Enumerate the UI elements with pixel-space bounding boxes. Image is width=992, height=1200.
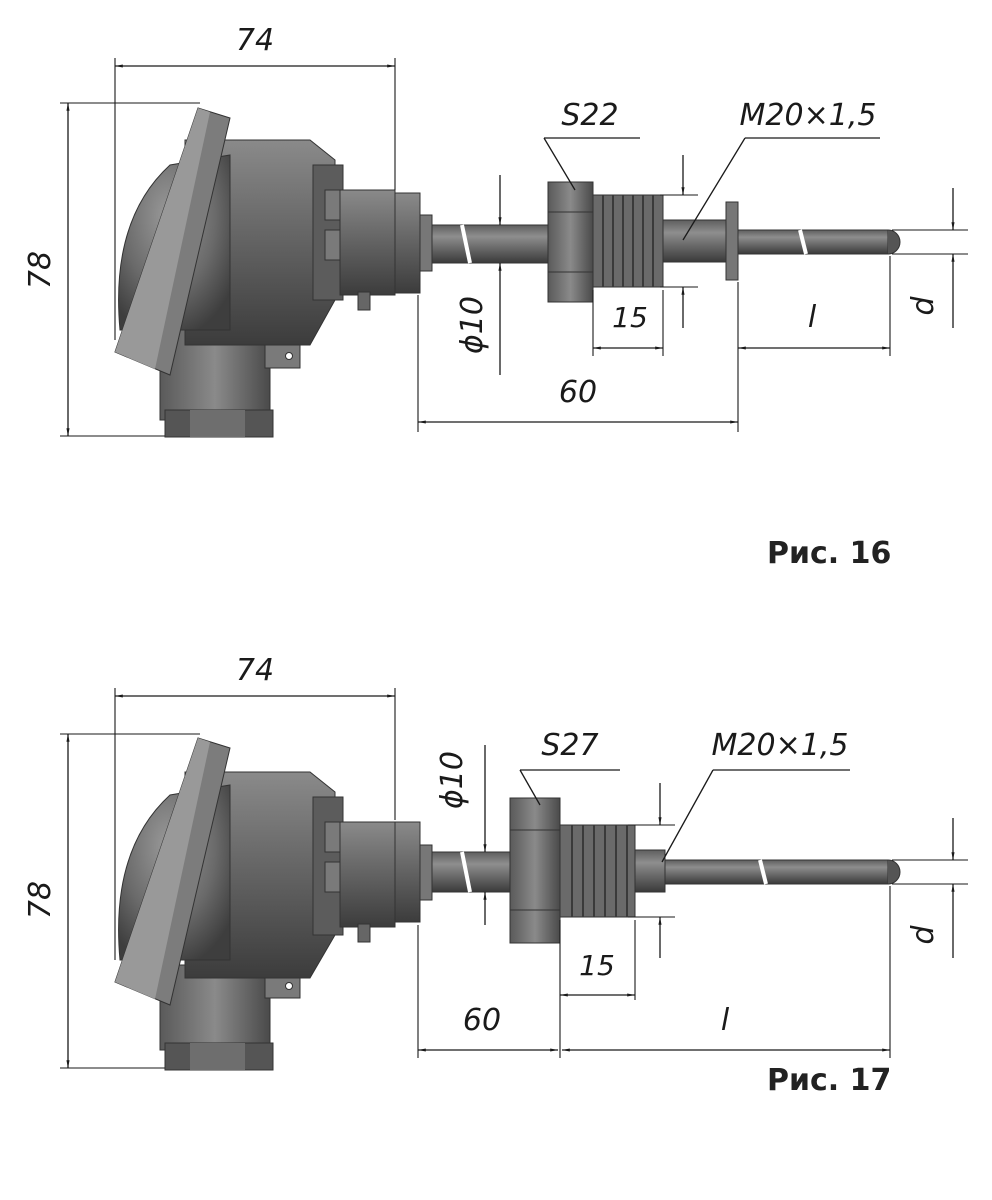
hex-nut [509, 797, 561, 944]
thread [559, 824, 636, 918]
dim-width: 74 [236, 653, 274, 688]
mount-ear [264, 344, 301, 369]
dim-height: 78 [23, 251, 58, 289]
figure-16: 74 78 S22 M20×1,5 ϕ10 15 60 [23, 23, 968, 438]
figure-caption-17: Рис. 17 [767, 1063, 892, 1098]
dim-stem-dia: ϕ10 [435, 751, 470, 809]
probe-tip [737, 229, 889, 255]
dim-dia: d [906, 925, 941, 945]
dim-hex: S27 [541, 728, 598, 763]
figure-17: 74 78 S27 M20×1,5 ϕ10 15 60 l [23, 653, 968, 1071]
stem [431, 224, 551, 264]
connector-nut [394, 192, 421, 294]
dim-length: l [808, 300, 817, 335]
dim-thread: M20×1,5 [712, 728, 849, 763]
dim-offset: 60 [559, 375, 597, 410]
dim-thread-len: 15 [579, 949, 615, 982]
stem [431, 851, 513, 893]
dim-thread-len: 15 [612, 301, 648, 334]
dim-height: 78 [23, 881, 58, 919]
dim-thread: M20×1,5 [740, 98, 877, 133]
figure-caption-16: Рис. 16 [767, 536, 892, 571]
dim-width: 74 [236, 23, 274, 58]
dim-offset: 60 [463, 1003, 501, 1038]
probe-tip [664, 859, 889, 885]
dim-dia: d [906, 296, 941, 316]
thread [592, 194, 664, 288]
dim-stem-dia: ϕ10 [455, 296, 490, 354]
connector-nut [394, 821, 421, 923]
hex-nut [547, 181, 594, 303]
cable-gland [159, 964, 274, 1071]
dim-length: l [721, 1003, 730, 1038]
dim-hex: S22 [561, 98, 618, 133]
